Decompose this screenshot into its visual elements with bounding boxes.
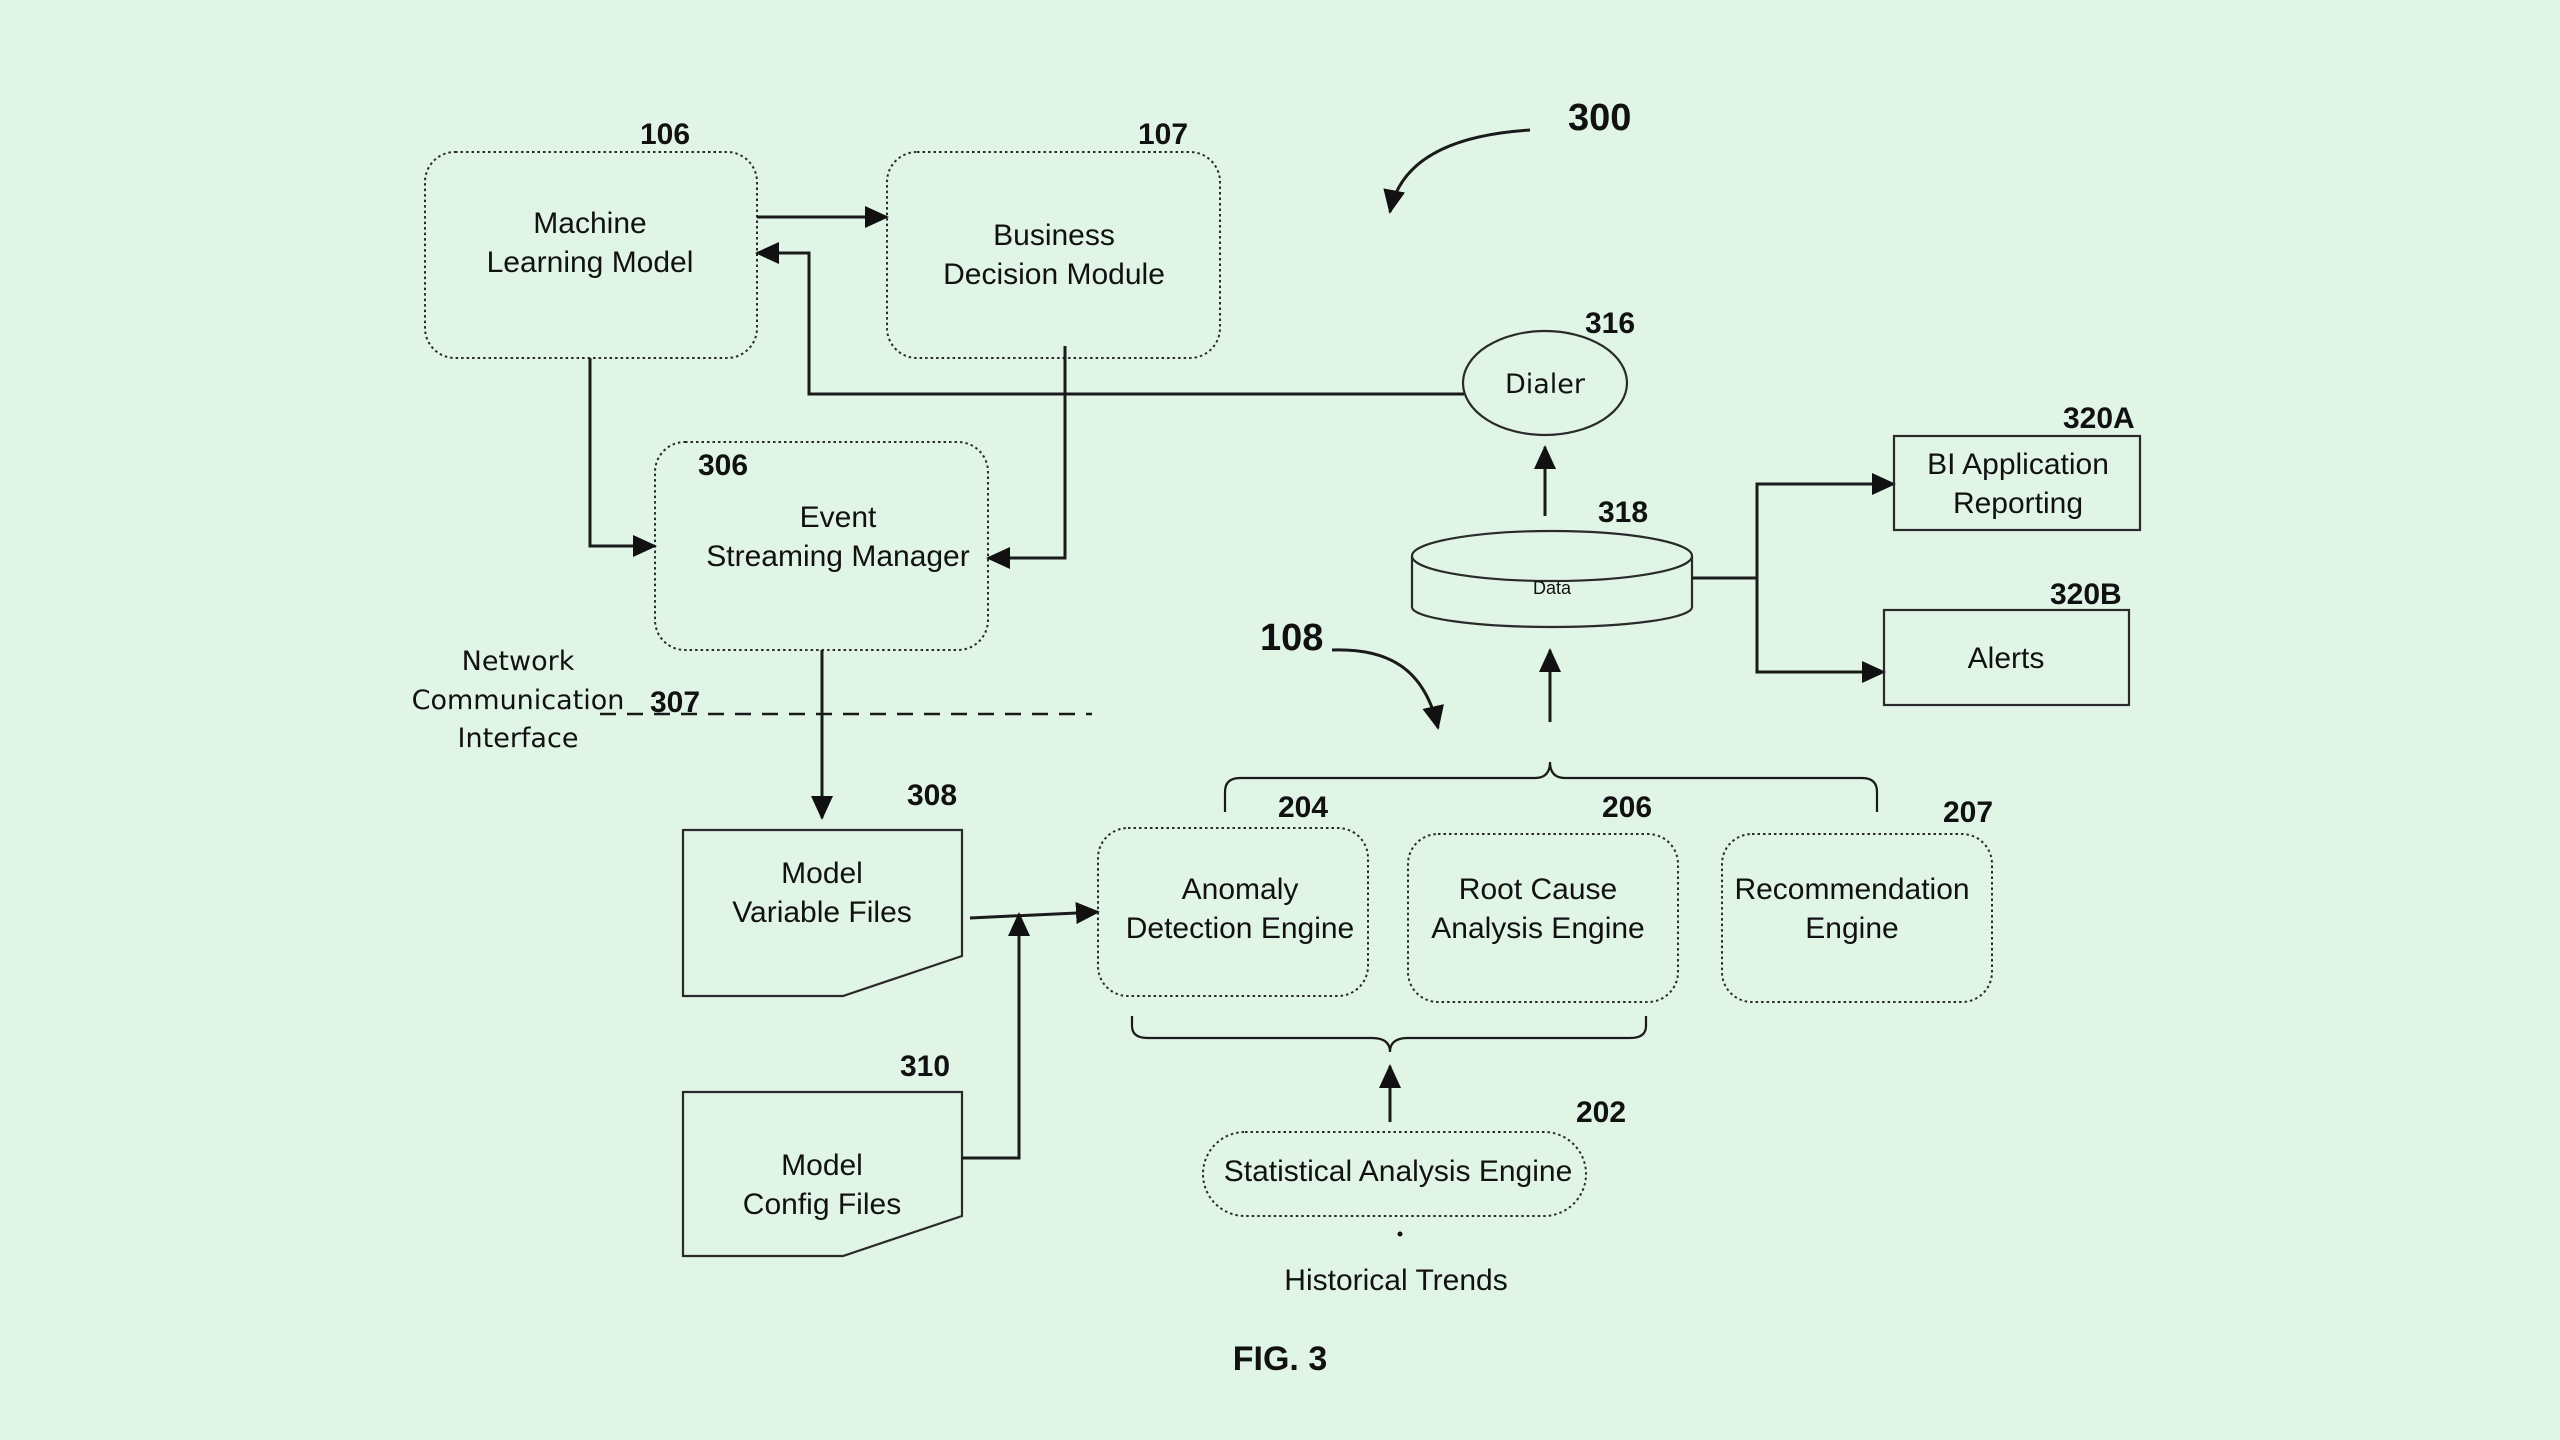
bi-reporting-node: BI Application Reporting xyxy=(1892,434,2142,532)
alerts-node: Alerts xyxy=(1882,608,2131,707)
business-decision-box xyxy=(886,151,1221,359)
anomaly-engine-line1: Anomaly xyxy=(1182,873,1299,906)
ml-model-node: Machine Learning Model xyxy=(424,151,758,359)
event-streaming-label-line1: Event xyxy=(800,501,877,534)
ml-model-label-line2: Learning Model xyxy=(487,246,694,279)
ref-108-arrow xyxy=(1331,648,1444,730)
recommendation-engine-node: Recommendation Engine xyxy=(1721,833,1993,1003)
engines-bottom-brace xyxy=(1130,1016,1648,1053)
historical-connector-dot xyxy=(1397,1231,1403,1237)
business-to-event-arrow xyxy=(986,346,1067,569)
bi-reporting-line2: Reporting xyxy=(1953,487,2083,520)
data-to-bi-arrow xyxy=(1692,473,1896,580)
ref-307: 307 xyxy=(650,686,700,719)
recommendation-engine-box xyxy=(1721,833,1993,1003)
config-files-to-anomaly-arrow xyxy=(962,912,1030,1160)
statistical-engine-label: Statistical Analysis Engine xyxy=(1224,1155,1573,1188)
recommendation-engine-line1: Recommendation xyxy=(1734,873,1969,906)
statistical-engine-box xyxy=(1202,1131,1587,1217)
dialer-to-ml-arrow xyxy=(755,242,1464,396)
network-interface-line2: Communication xyxy=(412,685,625,716)
data-store-node: Data xyxy=(1410,529,1694,629)
event-streaming-node: Event Streaming Manager xyxy=(654,441,989,651)
business-decision-label-line2: Decision Module xyxy=(943,258,1165,291)
dialer-node: Dialer xyxy=(1461,329,1629,437)
root-cause-engine-node: Root Cause Analysis Engine xyxy=(1407,833,1679,1003)
business-decision-label-line1: Business xyxy=(993,219,1115,252)
root-cause-engine-box xyxy=(1407,833,1679,1003)
ref-204: 204 xyxy=(1278,791,1328,824)
statistical-engine-node: Statistical Analysis Engine xyxy=(1202,1131,1587,1217)
network-interface-line3: Interface xyxy=(458,723,579,754)
recommendation-engine-line2: Engine xyxy=(1805,912,1898,945)
ref-107: 107 xyxy=(1138,118,1188,151)
ref-300: 300 xyxy=(1568,97,1631,139)
model-variable-files-line1: Model xyxy=(781,857,863,890)
model-config-files-line2: Config Files xyxy=(743,1188,901,1221)
ref-320b: 320B xyxy=(2050,578,2122,611)
bi-reporting-line1: BI Application xyxy=(1927,448,2109,481)
root-cause-engine-line2: Analysis Engine xyxy=(1431,912,1644,945)
ref-206: 206 xyxy=(1602,791,1652,824)
ref-310: 310 xyxy=(900,1050,950,1083)
dialer-label: Dialer xyxy=(1505,369,1586,400)
anomaly-engine-box xyxy=(1097,827,1369,997)
data-to-alerts-arrow xyxy=(1755,578,1886,683)
ref-207: 207 xyxy=(1943,796,1993,829)
ml-model-label-line1: Machine xyxy=(533,207,646,240)
data-store-label: Data xyxy=(1533,578,1572,598)
root-cause-engine-line1: Root Cause xyxy=(1459,873,1617,906)
variable-files-to-anomaly-arrow xyxy=(969,902,1100,925)
data-store-top xyxy=(1410,529,1694,583)
historical-trends-label: Historical Trends xyxy=(1284,1264,1507,1297)
model-config-files-node: Model Config Files xyxy=(681,1090,964,1258)
alerts-label: Alerts xyxy=(1968,642,2045,675)
event-streaming-label-line2: Streaming Manager xyxy=(706,540,969,573)
dialer-ellipse xyxy=(1461,329,1629,437)
business-decision-node: Business Decision Module xyxy=(886,151,1221,359)
ref-300-arrow xyxy=(1383,128,1531,214)
network-interface-line1: Network xyxy=(462,646,575,677)
ref-308: 308 xyxy=(907,779,957,812)
model-config-files-shape xyxy=(681,1090,964,1258)
ref-320a: 320A xyxy=(2063,402,2135,435)
model-variable-files-line2: Variable Files xyxy=(732,896,912,929)
ref-108: 108 xyxy=(1260,617,1323,659)
ml-to-event-arrow xyxy=(588,358,657,557)
anomaly-engine-node: Anomaly Detection Engine xyxy=(1097,827,1369,997)
ref-306: 306 xyxy=(698,449,748,482)
model-config-files-line1: Model xyxy=(781,1149,863,1182)
engines-top-brace xyxy=(1223,761,1879,812)
anomaly-engine-line2: Detection Engine xyxy=(1126,912,1355,945)
alerts-box xyxy=(1882,608,2131,707)
ref-202: 202 xyxy=(1576,1096,1626,1129)
model-variable-files-node: Model Variable Files xyxy=(681,828,964,998)
ref-318: 318 xyxy=(1598,496,1648,529)
figure-label: FIG. 3 xyxy=(1233,1340,1327,1378)
ref-106: 106 xyxy=(640,118,690,151)
ref-316: 316 xyxy=(1585,307,1635,340)
model-variable-files-shape xyxy=(681,828,964,998)
bi-reporting-box xyxy=(1892,434,2142,532)
